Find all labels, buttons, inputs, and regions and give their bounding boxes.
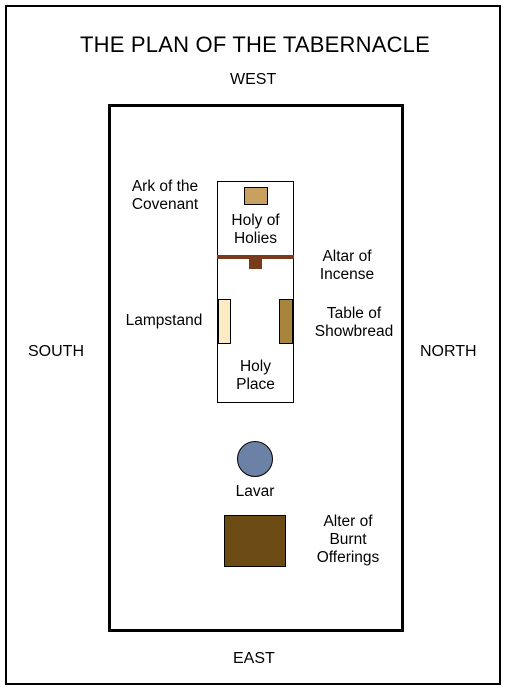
label-altar-of-incense: Altar of Incense	[305, 248, 389, 284]
label-burnt-line3: Offerings	[316, 549, 380, 566]
label-holy-place-line1: Holy	[239, 358, 271, 375]
label-altar-incense-line2: Incense	[319, 266, 375, 283]
ark-of-covenant-shape	[244, 187, 268, 205]
label-holy-of-holies-line2: Holies	[233, 230, 278, 247]
label-burnt-line1: Alter of	[323, 513, 373, 530]
altar-of-burnt-offerings-shape	[224, 515, 286, 567]
direction-south: SOUTH	[28, 343, 84, 360]
veil-line	[217, 255, 294, 259]
outer-frame	[5, 5, 501, 685]
outer-court	[108, 104, 404, 632]
label-altar-of-burnt-offerings: Alter of Burnt Offerings	[303, 513, 393, 567]
lampstand-shape	[218, 299, 231, 344]
table-of-showbread-shape	[279, 299, 293, 344]
label-holy-place-line2: Place	[236, 376, 275, 393]
tabernacle-tent	[217, 181, 294, 403]
altar-of-incense-shape	[249, 258, 262, 269]
lavar-shape	[237, 441, 273, 477]
direction-north: NORTH	[420, 343, 477, 360]
direction-east: EAST	[233, 650, 275, 667]
label-table-line1: Table of	[326, 305, 382, 322]
label-lampstand: Lampstand	[118, 312, 210, 330]
label-table-line2: Showbread	[314, 323, 394, 340]
label-holy-of-holies-line1: Holy of	[231, 212, 280, 229]
label-table-of-showbread: Table of Showbread	[310, 305, 398, 341]
label-ark-of-covenant: Ark of the Covenant	[120, 178, 210, 214]
label-ark-line2: Covenant	[131, 196, 199, 213]
label-lampstand-text: Lampstand	[125, 312, 203, 329]
label-holy-place: Holy Place	[217, 358, 294, 394]
label-lavar: Lavar	[215, 483, 295, 501]
diagram-title: THE PLAN OF THE TABERNACLE	[80, 32, 430, 57]
direction-west: WEST	[230, 71, 277, 88]
label-lavar-text: Lavar	[235, 483, 275, 500]
label-burnt-line2: Burnt	[329, 531, 367, 548]
label-holy-of-holies: Holy of Holies	[217, 212, 294, 248]
label-ark-line1: Ark of the	[131, 178, 199, 195]
label-altar-incense-line1: Altar of	[322, 248, 372, 265]
